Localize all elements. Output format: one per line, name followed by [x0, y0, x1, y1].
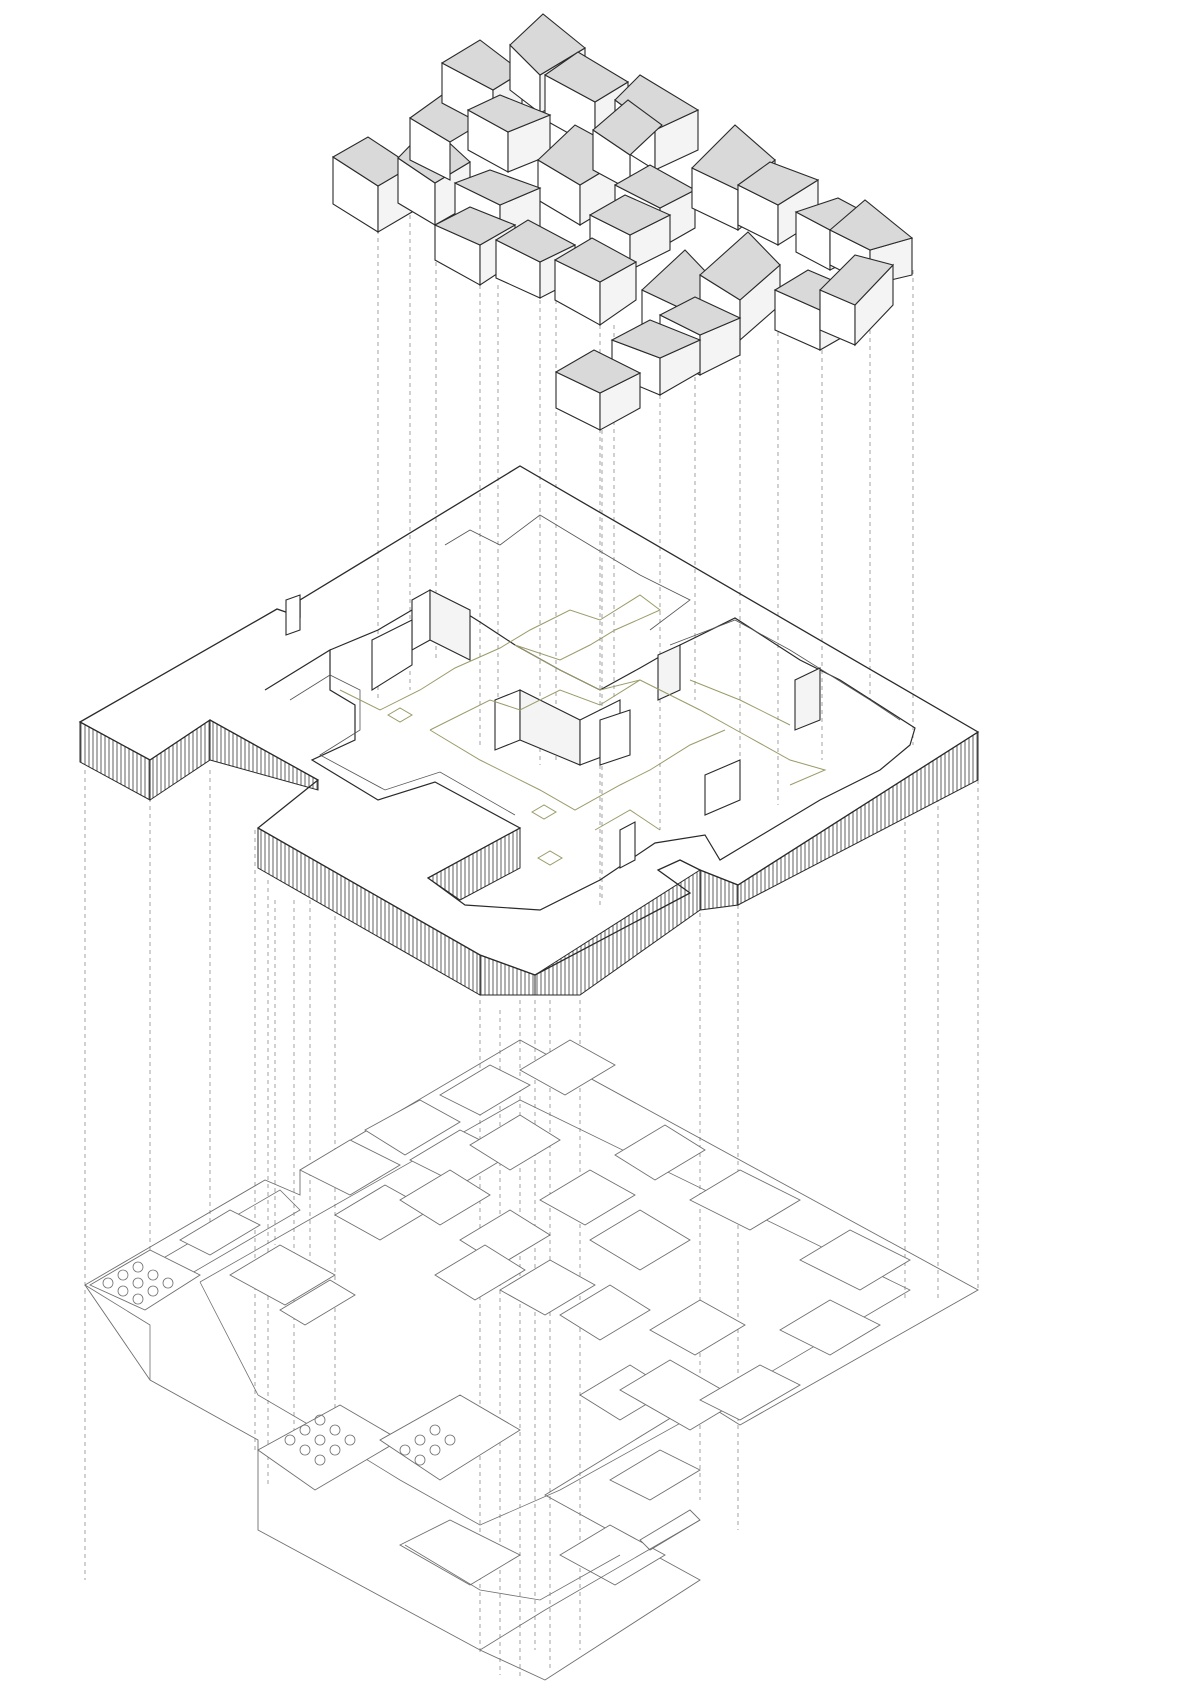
slab-interior-walls	[285, 589, 821, 869]
facade-south-east	[534, 869, 701, 996]
house-volume	[819, 254, 895, 347]
room-units	[179, 1039, 911, 1586]
house-volume	[466, 94, 552, 173]
circulation-path	[339, 594, 827, 866]
upper-slab-layer	[78, 465, 980, 996]
plan-footprint	[84, 1039, 979, 1681]
dining-tables	[102, 1261, 456, 1466]
dining-area-west	[89, 1249, 201, 1311]
house-volume	[553, 237, 638, 327]
courtyard-inner-edge	[289, 674, 516, 816]
courtyard-notch	[444, 514, 691, 631]
ground-floor-plan-layer	[84, 1039, 979, 1681]
house-volume	[554, 349, 642, 431]
roof-volumes-layer	[331, 13, 914, 431]
